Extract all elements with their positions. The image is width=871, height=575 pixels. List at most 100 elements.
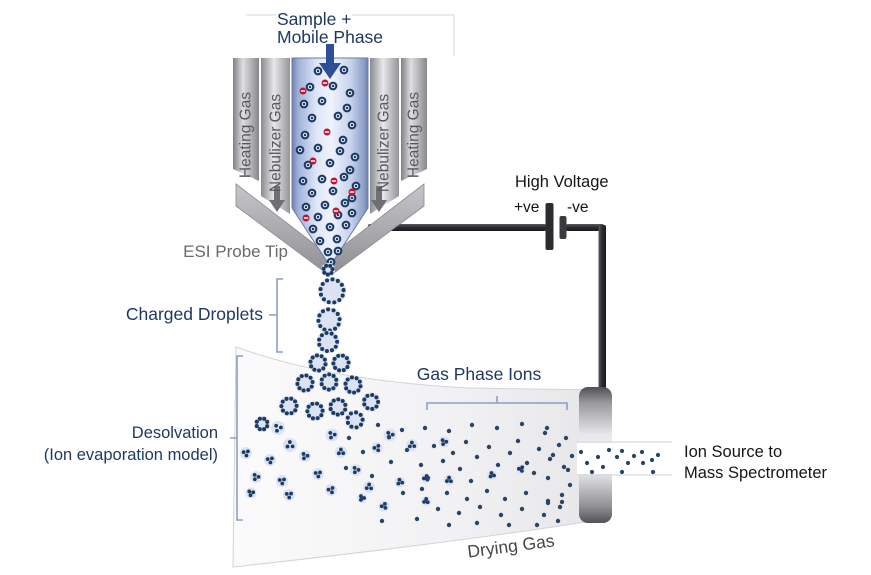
ion-dot <box>456 510 462 516</box>
ion-dot <box>331 410 336 416</box>
ion-dot <box>314 353 319 358</box>
ion-dot <box>343 402 348 407</box>
ion-dot <box>376 443 381 448</box>
ion-dot <box>336 451 341 456</box>
ion-dot <box>379 504 384 509</box>
ion-dot <box>329 260 333 264</box>
ion-dot <box>339 447 343 452</box>
ion-dot <box>336 249 340 253</box>
ion-dot <box>335 311 340 317</box>
ion-dot <box>304 373 309 378</box>
ion-dot <box>332 326 338 331</box>
ion-dot <box>359 497 363 502</box>
ion-dot <box>524 460 530 466</box>
ion-dot <box>282 477 286 482</box>
ion-dot <box>484 488 490 494</box>
ion-dot <box>489 471 494 475</box>
minus-sign-icon <box>333 210 339 212</box>
ion-dot <box>321 266 326 271</box>
charged-droplet <box>254 416 270 432</box>
ion-dot <box>550 452 556 458</box>
charged-droplet-chain-layer <box>316 263 346 354</box>
ion-dot <box>631 453 637 459</box>
ion-dot <box>399 427 405 433</box>
ion-dot <box>316 215 320 219</box>
nebulizer-gas-tube-right <box>370 58 399 214</box>
nebulizer-gas-label-left: Nebulizer Gas <box>268 94 285 192</box>
ion-dot <box>302 456 306 461</box>
ion-dot <box>545 475 551 481</box>
ion-dot <box>296 377 301 382</box>
ion-dot <box>326 300 331 305</box>
ion-dot <box>412 444 417 449</box>
ion-dot <box>404 447 410 453</box>
ion-dot <box>367 482 372 487</box>
ion-dot <box>317 342 322 347</box>
ion-dot <box>316 69 320 73</box>
ion-dot <box>320 177 324 181</box>
charged-droplet <box>316 307 342 333</box>
ion-dot <box>422 425 428 431</box>
ion-dot <box>492 473 496 478</box>
ion-dot <box>474 454 480 460</box>
ion-dot <box>354 184 358 188</box>
ion-dot <box>340 398 345 404</box>
ion-dot <box>303 133 307 137</box>
nebulizer-gas-label-right: Nebulizer Gas <box>376 94 393 192</box>
ion-dot <box>332 432 337 437</box>
ion-dot <box>557 504 563 510</box>
ion-dot <box>321 297 326 302</box>
ion-dot <box>335 237 339 241</box>
ion-dot <box>619 448 625 454</box>
ion-dot <box>344 223 348 227</box>
ion-dot <box>343 407 348 412</box>
ion-dot <box>322 386 327 391</box>
ion-dot <box>325 272 330 277</box>
nebulizer-flow-arrow-right-icon <box>371 186 387 212</box>
charged-droplets-bracket <box>269 278 283 353</box>
ion-source-label-line1: Ion Source to <box>684 443 782 461</box>
ion-dot <box>310 379 315 385</box>
ion-dot <box>330 490 334 495</box>
ion-dot <box>241 450 246 455</box>
ion-dot <box>431 443 437 449</box>
ion-dot <box>328 161 332 165</box>
ion-dot <box>279 404 284 409</box>
ion-dot <box>284 396 289 401</box>
ion-dot <box>345 420 351 425</box>
ion-dot <box>625 460 631 466</box>
ion-dot <box>534 522 540 528</box>
faint-callout-lines <box>246 14 455 56</box>
ion-dot <box>457 466 463 472</box>
ion-dot <box>341 368 346 373</box>
ion-dot <box>256 474 261 479</box>
ion-dot <box>589 469 595 475</box>
ion-dot <box>318 470 322 475</box>
ion-dot <box>639 449 645 455</box>
ion-dot <box>474 520 480 526</box>
ion-dot <box>326 487 331 492</box>
ion-dot <box>350 123 354 127</box>
ion-dot <box>362 402 367 407</box>
ion-dot <box>322 373 327 378</box>
ion-dot <box>346 360 351 365</box>
ion-dot <box>336 353 341 358</box>
ion-dot <box>319 413 324 418</box>
ion-dot <box>308 85 312 89</box>
ion-dot <box>337 368 342 373</box>
ion-dot <box>348 91 352 95</box>
ion-dot <box>578 449 584 455</box>
ion-dot <box>600 464 606 470</box>
ion-dot <box>284 411 289 416</box>
ion-dot <box>517 466 521 471</box>
ion-dot <box>328 407 333 412</box>
ion-dot <box>382 501 387 506</box>
ion-dot <box>519 506 525 512</box>
ion-dot <box>284 491 289 496</box>
ion-dot <box>257 427 262 432</box>
ion-dot <box>541 512 547 518</box>
ion-dot <box>547 456 553 462</box>
ion-dot <box>444 439 449 444</box>
ion-dot <box>340 293 345 298</box>
desolvation-label-line2: (Ion evaporation model) <box>44 446 218 464</box>
